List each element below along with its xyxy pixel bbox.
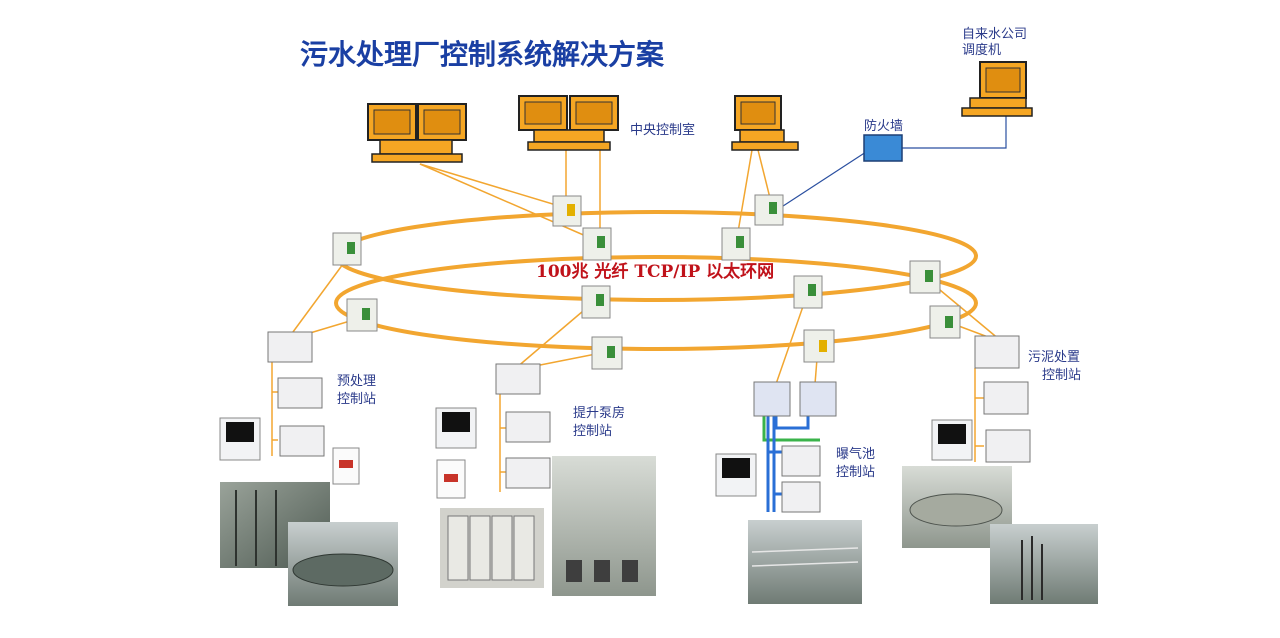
plc-rack[interactable] bbox=[279, 425, 325, 457]
water-company-computer[interactable] bbox=[961, 61, 1033, 117]
sludge-label-2: 控制站 bbox=[1042, 368, 1081, 383]
hmi-panel[interactable] bbox=[219, 417, 261, 461]
hmi-panel[interactable] bbox=[435, 407, 477, 449]
vfd-drive[interactable] bbox=[332, 447, 360, 485]
switch-2[interactable] bbox=[552, 195, 582, 227]
switch-9[interactable] bbox=[591, 336, 623, 370]
photo-aeration-tank bbox=[748, 520, 862, 604]
firewall-label: 防火墙 bbox=[864, 118, 903, 134]
water-company-label-1: 自来水公司 bbox=[962, 27, 1027, 42]
ethernet-ring-inner bbox=[334, 255, 978, 351]
switch-3[interactable] bbox=[582, 227, 612, 261]
photo-sludge-tanks bbox=[990, 524, 1098, 604]
pump-station-label-2: 控制站 bbox=[573, 424, 612, 439]
water-company-link bbox=[902, 116, 1007, 149]
aeration-wiring bbox=[762, 416, 820, 512]
aeration-label-2: 控制站 bbox=[836, 465, 875, 480]
pretreatment-label-1: 预处理 bbox=[337, 374, 376, 389]
switch-4[interactable] bbox=[721, 227, 751, 261]
photo-pump-electrical-room bbox=[440, 508, 544, 588]
plc-rack[interactable] bbox=[781, 481, 821, 513]
plc-rack[interactable] bbox=[495, 363, 541, 395]
control-room-links bbox=[419, 148, 771, 241]
plc-racks bbox=[267, 331, 1031, 513]
plc-rack[interactable] bbox=[505, 411, 551, 443]
switch-10[interactable] bbox=[793, 275, 823, 309]
photo-sludge-clarifier bbox=[902, 466, 1012, 548]
switch-8[interactable] bbox=[581, 285, 611, 319]
pretreatment-label-2: 控制站 bbox=[337, 392, 376, 407]
page-title: 污水处理厂控制系统解决方案 bbox=[300, 38, 665, 71]
sludge-label-1: 污泥处置 bbox=[1028, 350, 1080, 365]
plc-rack[interactable] bbox=[277, 377, 323, 409]
plc-rack[interactable] bbox=[267, 331, 313, 363]
ring-switches bbox=[332, 194, 961, 370]
photo-pump-hall bbox=[552, 456, 656, 596]
hmi-panel[interactable] bbox=[715, 453, 757, 497]
computer-workstation-2[interactable] bbox=[518, 95, 619, 151]
ring-label: 100兆 光纤 TCP/IP 以太环网 bbox=[536, 261, 774, 282]
switch-5[interactable] bbox=[754, 194, 784, 226]
computer-workstation-3[interactable] bbox=[731, 95, 799, 151]
firewall-box[interactable] bbox=[863, 134, 903, 162]
photo-pretreatment-tank bbox=[288, 522, 398, 606]
firewall-link bbox=[779, 151, 867, 209]
switch-1[interactable] bbox=[332, 232, 362, 266]
plc-rack[interactable] bbox=[505, 457, 551, 489]
hmi-panels bbox=[219, 407, 973, 497]
computer-workstation-1[interactable] bbox=[367, 103, 467, 163]
vfd-drive[interactable] bbox=[436, 459, 466, 499]
switch-7[interactable] bbox=[346, 298, 378, 332]
plc-rack[interactable] bbox=[974, 335, 1020, 369]
switch-12[interactable] bbox=[929, 305, 961, 339]
switch-11[interactable] bbox=[803, 329, 835, 363]
switch-6[interactable] bbox=[909, 260, 941, 294]
plc-rack[interactable] bbox=[781, 445, 821, 477]
plc-rack[interactable] bbox=[753, 381, 791, 417]
central-control-room-label: 中央控制室 bbox=[630, 122, 695, 138]
plc-rack[interactable] bbox=[985, 429, 1031, 463]
plc-rack[interactable] bbox=[983, 381, 1029, 415]
vfd-drives bbox=[332, 447, 466, 499]
pump-station-label-1: 提升泵房 bbox=[573, 405, 625, 421]
water-company-label-2: 调度机 bbox=[962, 42, 1001, 58]
hmi-panel[interactable] bbox=[931, 419, 973, 461]
aeration-label-1: 曝气池 bbox=[836, 446, 875, 462]
plc-rack[interactable] bbox=[799, 381, 837, 417]
